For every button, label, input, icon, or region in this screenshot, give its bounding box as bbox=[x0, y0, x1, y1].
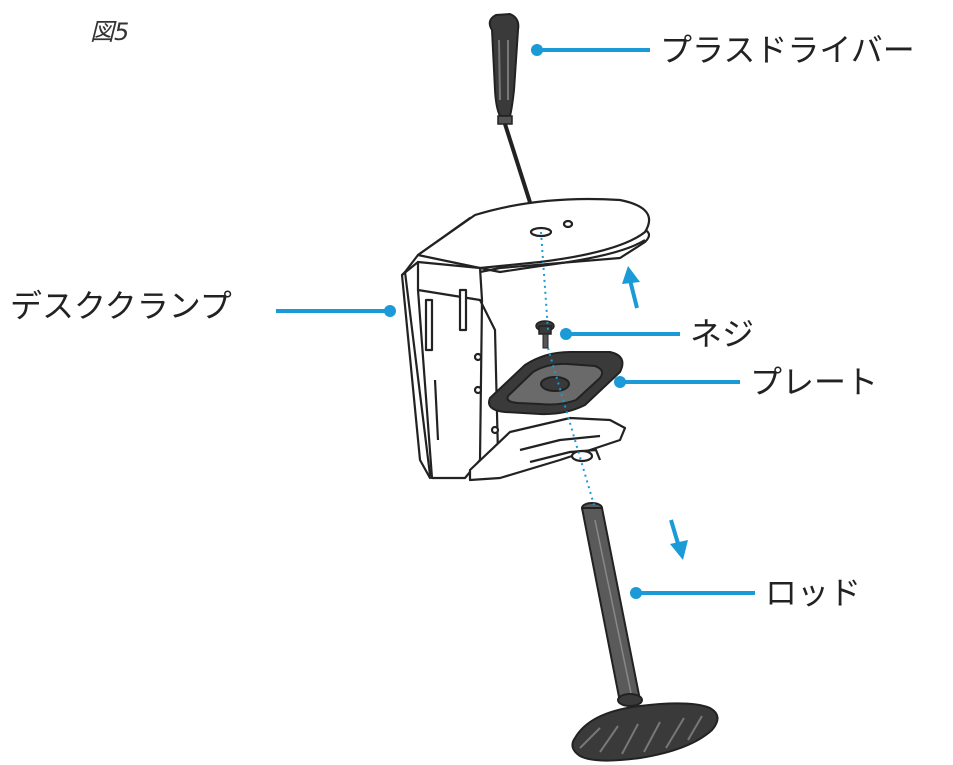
label-rod: ロッド bbox=[765, 574, 862, 612]
desk-clamp-icon bbox=[400, 197, 651, 482]
alignment-dotted-line bbox=[540, 231, 595, 506]
callout-screwdriver bbox=[531, 44, 650, 56]
figure-label: 図5 bbox=[90, 18, 130, 46]
callout-screw bbox=[560, 328, 680, 340]
callout-plate bbox=[614, 376, 740, 388]
label-desk-clamp: デスククランプ bbox=[10, 287, 232, 325]
label-plate: プレート bbox=[750, 363, 879, 401]
arrow-down-icon bbox=[669, 519, 688, 560]
label-screwdriver: プラスドライバー bbox=[660, 31, 915, 69]
plate-icon bbox=[488, 351, 624, 416]
rod-icon bbox=[571, 502, 719, 762]
label-screw: ネジ bbox=[690, 315, 755, 353]
arrow-up-icon bbox=[622, 266, 640, 309]
callout-desk-clamp bbox=[276, 305, 396, 317]
screw-icon bbox=[535, 320, 555, 349]
callout-rod bbox=[630, 587, 755, 599]
